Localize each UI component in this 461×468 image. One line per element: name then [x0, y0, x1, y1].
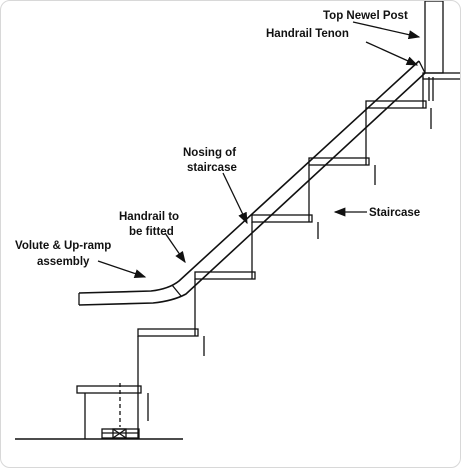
label-handrail-tenon: Handrail Tenon [266, 28, 349, 40]
top-newel-post [424, 1, 444, 74]
label-staircase: Staircase [369, 207, 420, 219]
label-nosing-line2: staircase [187, 162, 237, 174]
arrow-handrail-fitted [164, 232, 186, 264]
arrow-top-newel-post [352, 21, 421, 40]
label-top-newel-post: Top Newel Post [323, 10, 408, 22]
label-nosing-line1: Nosing of [183, 147, 236, 159]
label-handrail-line1: Handrail to [119, 211, 179, 223]
label-handrail-line2: be fitted [129, 226, 174, 238]
label-volute-line2: assembly [37, 256, 90, 268]
arrow-nosing [222, 172, 248, 225]
stair-profile [76, 77, 434, 439]
handrail [78, 60, 426, 306]
arrow-volute [97, 260, 147, 278]
arrow-handrail-tenon [365, 41, 419, 66]
label-volute-line1: Volute & Up-ramp [15, 240, 111, 252]
floor-anchor-block [101, 428, 140, 439]
